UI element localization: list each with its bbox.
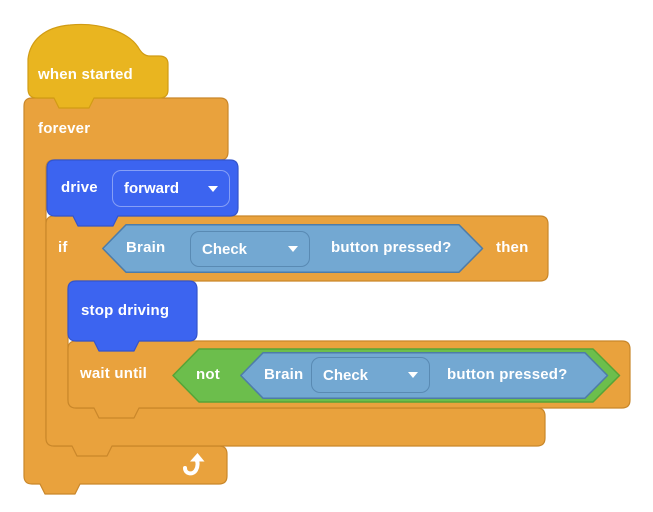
dropdown-arrow-icon	[208, 185, 218, 192]
when-started-label: when started	[38, 66, 133, 83]
if-brain-label: Brain	[126, 239, 166, 256]
wait-pressed-label: button pressed?	[447, 366, 568, 383]
dropdown-arrow-icon	[288, 246, 298, 252]
drive-direction-dropdown[interactable]: forward	[112, 170, 230, 207]
if-pressed-label: button pressed?	[331, 239, 452, 256]
stop-driving-shape	[67, 280, 198, 352]
not-label: not	[196, 366, 220, 383]
when-started-shape	[27, 23, 169, 109]
stop-driving-block[interactable]	[67, 280, 198, 352]
wait-brain-label: Brain	[264, 366, 304, 383]
then-label: then	[496, 239, 529, 256]
wait-button-dropdown-value: Check	[323, 366, 369, 384]
if-button-dropdown-value: Check	[202, 240, 248, 258]
drive-direction-value: forward	[124, 180, 180, 197]
wait-button-dropdown[interactable]: Check	[311, 357, 430, 393]
wait-until-label: wait until	[80, 365, 147, 382]
drive-label: drive	[61, 179, 98, 196]
loop-arrow-icon	[180, 452, 208, 478]
forever-label: forever	[38, 120, 91, 137]
stop-driving-label: stop driving	[81, 302, 170, 319]
if-button-dropdown[interactable]: Check	[190, 231, 310, 267]
dropdown-arrow-icon	[408, 372, 418, 378]
if-label: if	[58, 239, 68, 256]
when-started-block[interactable]	[27, 23, 170, 111]
